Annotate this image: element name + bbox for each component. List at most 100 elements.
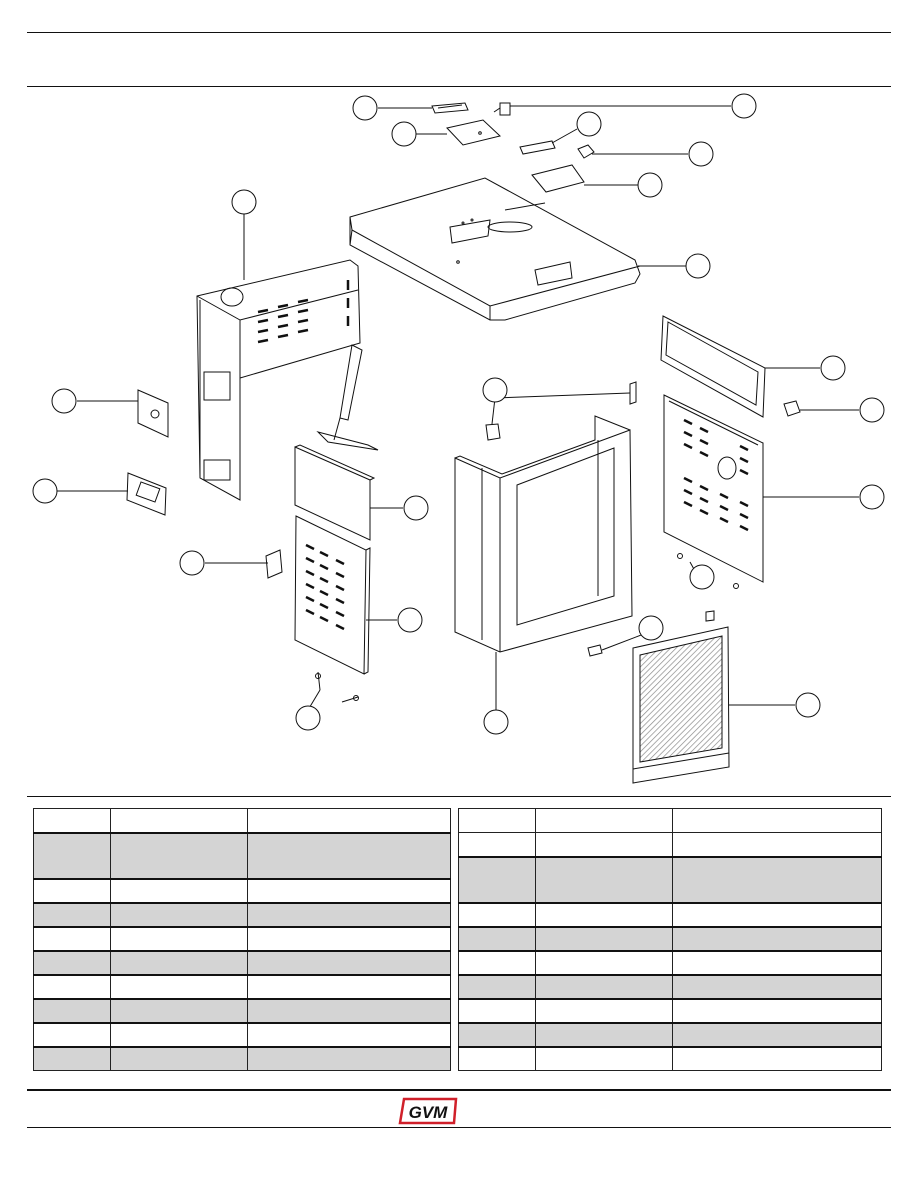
table-cell bbox=[247, 973, 451, 999]
table-cell bbox=[247, 877, 451, 903]
table-cell bbox=[672, 901, 882, 927]
table-cell bbox=[672, 997, 882, 1023]
table-cell bbox=[672, 832, 882, 857]
table-cell bbox=[110, 949, 248, 975]
table-row bbox=[33, 973, 451, 999]
table-cell bbox=[458, 997, 536, 1023]
footer-top-rule bbox=[27, 1089, 891, 1091]
center-cabinet-part bbox=[454, 415, 633, 653]
table-cell bbox=[458, 949, 536, 975]
hinge-left-part bbox=[265, 549, 283, 579]
header-cell bbox=[110, 808, 248, 833]
table-row bbox=[458, 855, 882, 903]
table-cell bbox=[110, 1045, 248, 1071]
diagram-bottom-rule bbox=[27, 796, 891, 797]
footer-bottom-rule bbox=[27, 1127, 891, 1128]
exploded-parts-diagram bbox=[32, 93, 885, 784]
table-cell bbox=[110, 831, 248, 879]
table-cell bbox=[458, 1045, 536, 1071]
hinge-door-part bbox=[587, 610, 715, 657]
top-cover-part bbox=[349, 177, 641, 321]
screws-right-part bbox=[677, 553, 739, 589]
parts-table-right bbox=[458, 808, 882, 1071]
table-cell bbox=[458, 1021, 536, 1047]
hood-small-part bbox=[531, 164, 585, 193]
table-cell bbox=[247, 1045, 451, 1071]
table-cell bbox=[247, 925, 451, 951]
callout-circles bbox=[32, 93, 885, 735]
table-cell bbox=[33, 877, 111, 903]
table-cell bbox=[535, 1045, 673, 1071]
table-row bbox=[458, 1045, 882, 1071]
header-cell bbox=[535, 808, 673, 833]
table-cell bbox=[535, 855, 673, 903]
table-cell bbox=[458, 973, 536, 999]
table-cell bbox=[33, 949, 111, 975]
plate-top-part bbox=[446, 119, 502, 146]
table-cell bbox=[672, 949, 882, 975]
logo-text: GVM bbox=[409, 1103, 449, 1122]
table-cell bbox=[535, 973, 673, 999]
table-row bbox=[458, 901, 882, 927]
header-cell bbox=[672, 808, 882, 833]
back-upper-panel-part bbox=[660, 315, 766, 418]
parts-table-left bbox=[33, 808, 451, 1071]
table-row bbox=[33, 925, 451, 951]
table-row bbox=[33, 1021, 451, 1047]
table-cell bbox=[535, 1021, 673, 1047]
table-cell bbox=[247, 901, 451, 927]
hinge-top-part bbox=[493, 102, 511, 116]
table-row bbox=[33, 997, 451, 1023]
table-row bbox=[458, 973, 882, 999]
table-cell bbox=[672, 1021, 882, 1047]
table-cell bbox=[110, 877, 248, 903]
table-row bbox=[458, 832, 882, 857]
table-row bbox=[458, 997, 882, 1023]
plate-lower-left-part bbox=[126, 472, 167, 516]
header-top-rule bbox=[27, 32, 891, 33]
table-cell bbox=[458, 855, 536, 903]
gvm-logo: GVM bbox=[398, 1097, 458, 1125]
header-cell bbox=[247, 808, 451, 833]
table-cell bbox=[247, 831, 451, 879]
hinge-right-part bbox=[629, 381, 637, 405]
table-cell bbox=[33, 997, 111, 1023]
left-frame-part bbox=[196, 259, 379, 501]
table-cell bbox=[33, 831, 111, 879]
table-header-row bbox=[458, 808, 882, 833]
table-cell bbox=[458, 901, 536, 927]
clip-top-part bbox=[577, 144, 595, 159]
table-cell bbox=[672, 973, 882, 999]
table-cell bbox=[247, 949, 451, 975]
table-cell bbox=[458, 832, 536, 857]
plate-upper-left-part bbox=[137, 389, 169, 438]
table-row bbox=[33, 949, 451, 975]
header-cell bbox=[458, 808, 536, 833]
table-cell bbox=[110, 997, 248, 1023]
clip-right-part bbox=[783, 400, 801, 417]
table-header-row bbox=[33, 808, 451, 833]
screen-door-part bbox=[632, 626, 730, 784]
table-cell bbox=[535, 997, 673, 1023]
table-row bbox=[33, 1045, 451, 1071]
table-cell bbox=[535, 925, 673, 951]
screws-left-part bbox=[315, 671, 359, 703]
table-cell bbox=[33, 1021, 111, 1047]
table-cell bbox=[110, 925, 248, 951]
table-cell bbox=[110, 901, 248, 927]
table-row bbox=[33, 831, 451, 879]
table-cell bbox=[110, 973, 248, 999]
leader-lines bbox=[57, 105, 859, 711]
table-cell bbox=[458, 925, 536, 951]
small-panel-part bbox=[294, 444, 376, 541]
table-row bbox=[458, 925, 882, 951]
latch-part bbox=[485, 423, 501, 441]
table-row bbox=[33, 901, 451, 927]
table-cell bbox=[247, 1021, 451, 1047]
table-cell bbox=[247, 997, 451, 1023]
table-cell bbox=[33, 973, 111, 999]
table-row bbox=[458, 1021, 882, 1047]
table-cell bbox=[33, 1045, 111, 1071]
back-lower-panel-part bbox=[663, 394, 764, 583]
table-cell bbox=[33, 901, 111, 927]
